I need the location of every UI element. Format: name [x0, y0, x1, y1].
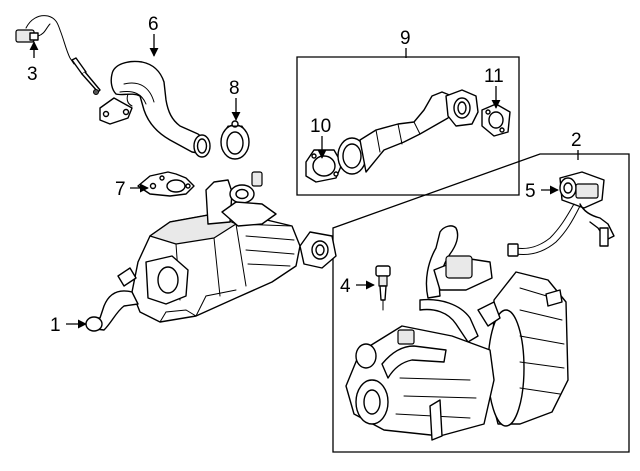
part-3-temperature-sensor	[15, 15, 101, 95]
callout-8: 8	[229, 78, 240, 99]
group-box-2	[332, 153, 630, 453]
part-4-sensor	[375, 265, 391, 311]
callout-6: 6	[148, 14, 159, 35]
callout-2: 2	[571, 130, 582, 151]
part-8-gasket	[220, 120, 250, 160]
callout-10: 10	[310, 116, 331, 137]
part-11-gasket	[481, 103, 511, 137]
callout-4: 4	[340, 276, 351, 297]
part-5-vacuum-solenoid	[507, 171, 615, 257]
part-10-gasket	[305, 149, 343, 183]
group-box-9	[296, 56, 520, 196]
part-9-egr-tube	[337, 89, 479, 175]
callout-5: 5	[525, 181, 536, 202]
leader-lines	[29, 34, 579, 329]
part-2-egr-valve-cooler-assembly	[345, 225, 569, 441]
callout-1: 1	[50, 315, 61, 336]
part-6-egr-pipe	[99, 60, 211, 158]
callout-7: 7	[115, 179, 126, 200]
callout-3: 3	[27, 64, 38, 85]
part-1-egr-cooler-assembly	[85, 171, 337, 332]
part-7-gasket	[137, 171, 195, 197]
callout-labels: 1 2 3 4 5 6 7 8 9 10 11	[27, 14, 582, 336]
callout-11: 11	[484, 66, 504, 87]
callout-9: 9	[400, 28, 411, 49]
